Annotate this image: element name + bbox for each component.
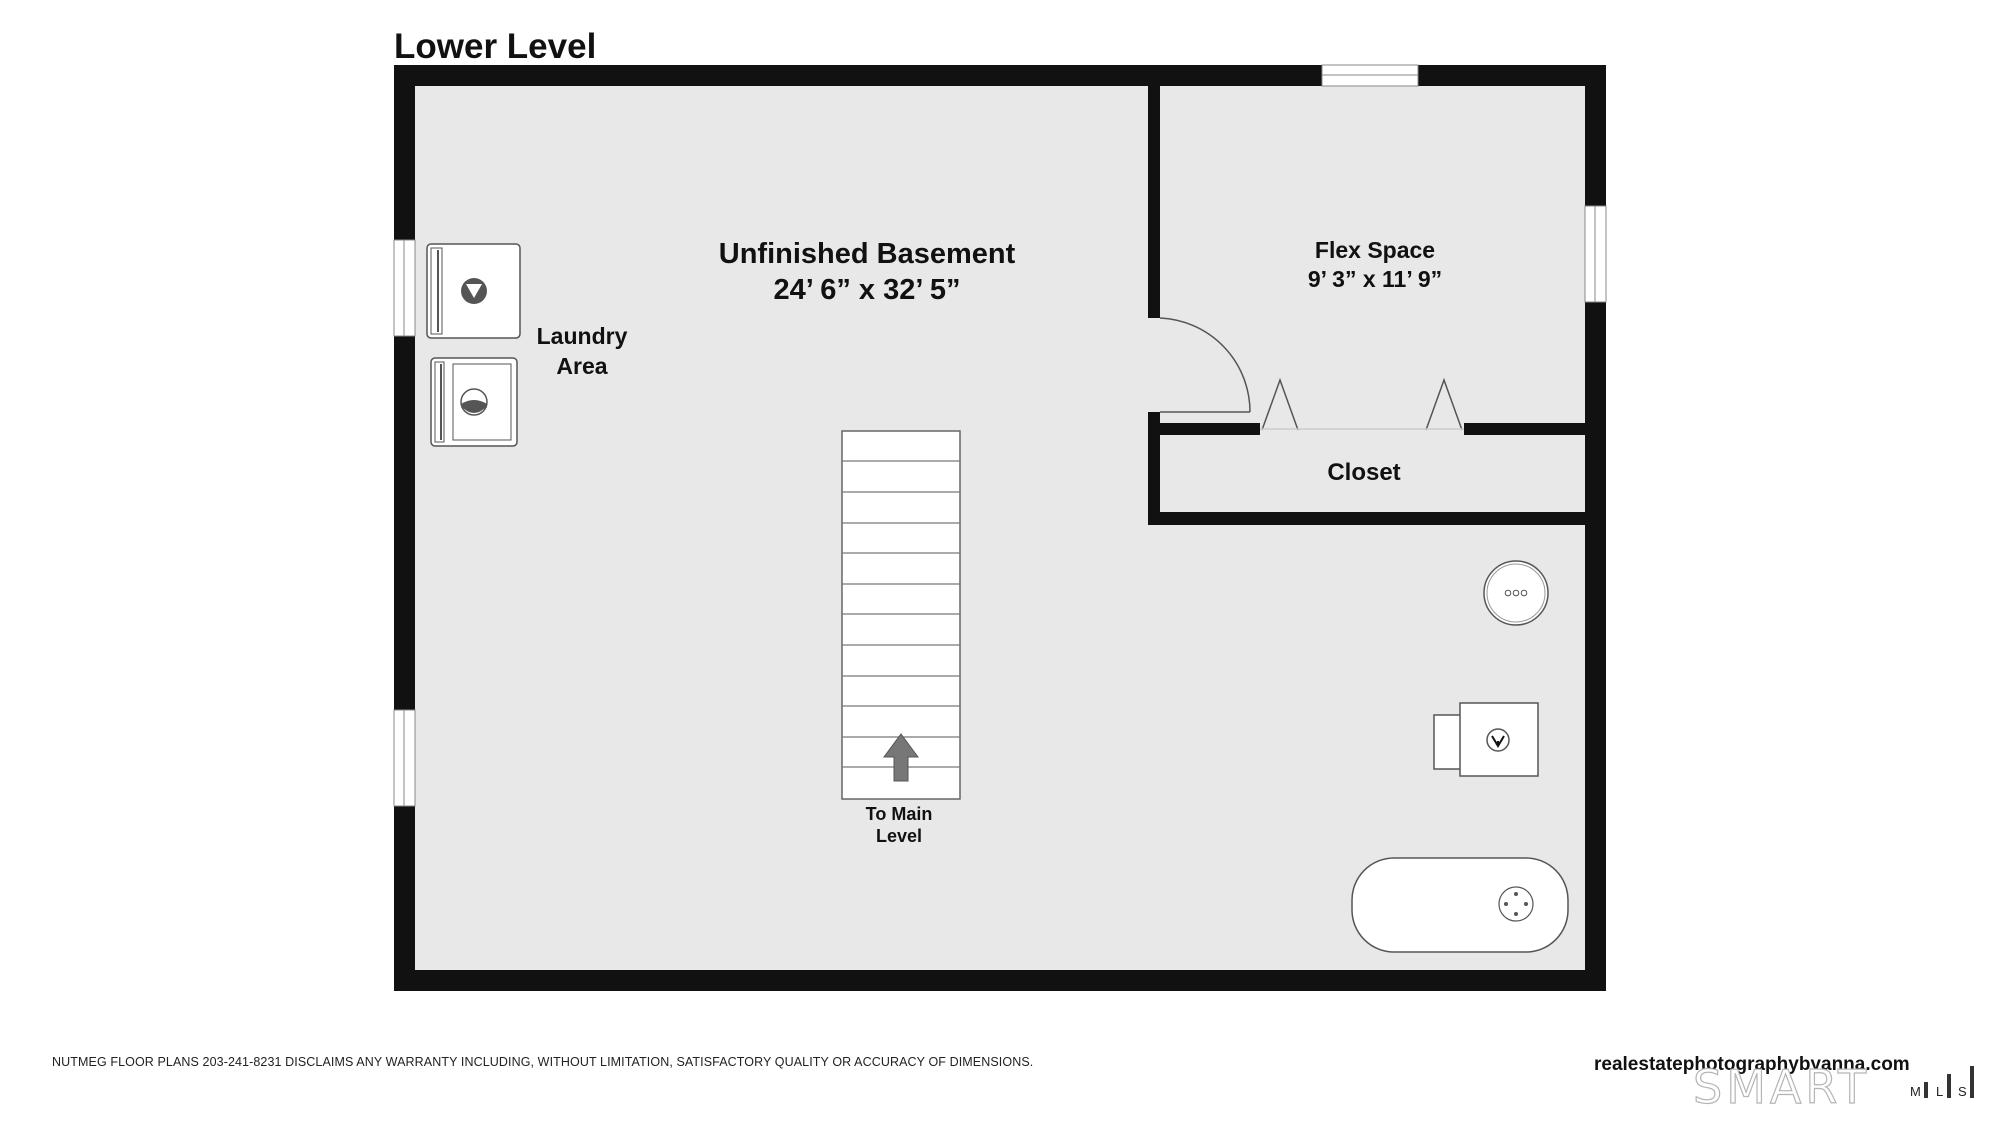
dryer [430, 357, 518, 447]
logo-letter-l: L [1936, 1084, 1944, 1099]
washer [426, 243, 521, 339]
water-heater [1483, 560, 1549, 626]
laundry-label-1: Laundry [537, 323, 628, 349]
oil-tank [1351, 857, 1569, 953]
closet-wall-top-left [1148, 423, 1260, 435]
flex-name: Flex Space [1315, 237, 1435, 263]
window-right [1584, 205, 1607, 303]
closet-name: Closet [1327, 459, 1400, 486]
flex-wall-left-upper [1148, 86, 1160, 318]
basement-name: Unfinished Basement [719, 238, 1016, 270]
disclaimer: NUTMEG FLOOR PLANS 203-241-8231 DISCLAIM… [52, 1055, 1034, 1069]
logo-bar-1 [1924, 1082, 1928, 1098]
logo-bar-3 [1970, 1066, 1974, 1098]
window-left-lower [393, 709, 416, 807]
door-flex [1159, 317, 1251, 413]
window-left-upper [393, 239, 416, 337]
stairs-label-2: Level [876, 826, 922, 846]
website: realestatephotographybyanna.com [1594, 1054, 1910, 1075]
closet-wall-bottom [1148, 512, 1585, 525]
floor-interior [415, 86, 1585, 970]
window-top [1321, 64, 1419, 87]
basement-dims: 24’ 6” x 32’ 5” [773, 274, 960, 306]
floor-title: Lower Level [394, 27, 596, 66]
stairs-arrow-icon [883, 733, 919, 782]
furnace [1433, 702, 1539, 777]
logo-letter-m: M [1910, 1084, 1921, 1099]
laundry-label-2: Area [556, 353, 607, 379]
logo-letter-s: S [1958, 1084, 1967, 1099]
flex-wall-left-lower [1148, 412, 1160, 524]
logo-bar-2 [1947, 1074, 1951, 1098]
closet-doors [1260, 377, 1464, 431]
flex-dims: 9’ 3” x 11’ 9” [1308, 266, 1442, 292]
smart-logo: SMART [1692, 1059, 1871, 1114]
stairs-label-1: To Main [866, 804, 933, 824]
stairs [841, 430, 961, 800]
closet-wall-top-right [1464, 423, 1585, 435]
